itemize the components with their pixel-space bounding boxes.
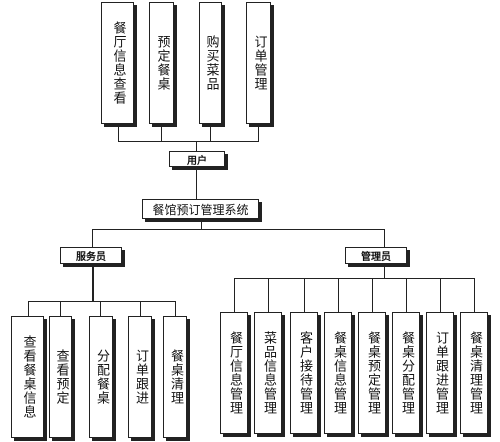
node-label: 餐厅信息管理	[227, 331, 242, 415]
connector	[161, 125, 162, 141]
node-staff: 服务员	[60, 247, 122, 264]
connector	[440, 278, 441, 312]
connector	[28, 301, 176, 302]
node-view-table-info: 查看餐桌信息	[11, 316, 44, 438]
node-table-info-management: 餐桌信息管理	[324, 312, 352, 434]
node-order-follow-up: 订单跟进	[128, 316, 152, 438]
connector	[234, 278, 474, 279]
connector	[268, 278, 269, 312]
connector	[100, 301, 101, 316]
node-restaurant-info-management: 餐厅信息管理	[220, 312, 248, 434]
node-label: 餐馆预订管理系统	[152, 202, 249, 217]
node-reserve-table: 预定餐桌	[149, 2, 174, 124]
connector	[338, 278, 339, 312]
connector	[384, 229, 385, 247]
node-label: 餐厅信息查看	[110, 21, 126, 105]
node-table-reservation-management: 餐桌预定管理	[358, 312, 386, 434]
node-label: 服务员	[76, 252, 106, 263]
node-label: 分配餐桌	[94, 349, 109, 405]
node-label: 查看预定	[53, 349, 69, 405]
node-label: 用户	[187, 155, 207, 167]
node-assign-table: 分配餐桌	[89, 316, 113, 438]
connector	[196, 141, 197, 151]
connector	[234, 278, 235, 312]
node-buy-dishes: 购买菜品	[199, 2, 222, 124]
node-label: 管理员	[361, 252, 391, 263]
node-label: 购买菜品	[203, 35, 219, 91]
node-admin: 管理员	[345, 247, 407, 264]
connector	[60, 301, 61, 316]
node-order-follow-up-management: 订单跟进管理	[426, 312, 454, 434]
node-label: 客户接待管理	[297, 331, 312, 415]
connector	[196, 167, 197, 199]
connector	[210, 125, 211, 141]
node-label: 订单跟进	[133, 349, 148, 405]
node-view-reservation: 查看预定	[49, 316, 72, 438]
node-label: 餐桌清理管理	[467, 331, 482, 415]
node-label: 订单跟进管理	[433, 331, 448, 415]
node-dish-info-management: 菜品信息管理	[254, 312, 282, 434]
node-label: 餐桌信息管理	[331, 331, 346, 415]
connector	[140, 301, 141, 316]
node-label: 查看餐桌信息	[20, 335, 36, 419]
node-customer-reception-management: 客户接待管理	[290, 312, 318, 434]
node-system: 餐馆预订管理系统	[142, 199, 259, 219]
connector	[384, 264, 385, 278]
connector	[92, 229, 93, 247]
connector	[201, 219, 202, 229]
connector	[372, 278, 373, 312]
node-table-cleaning-management: 餐桌清理管理	[460, 312, 488, 434]
connector	[258, 125, 259, 141]
connector	[28, 301, 29, 316]
node-label: 预定餐桌	[154, 35, 170, 91]
connector	[92, 229, 384, 230]
connector	[118, 141, 259, 142]
node-restaurant-info-view: 餐厅信息查看	[101, 2, 134, 124]
node-order-management: 订单管理	[246, 2, 271, 124]
connector	[406, 278, 407, 312]
connector	[92, 264, 94, 302]
connector	[118, 125, 119, 141]
node-table-cleaning: 餐桌清理	[163, 316, 187, 438]
node-label: 餐桌分配管理	[399, 331, 414, 415]
node-table-assignment-management: 餐桌分配管理	[392, 312, 420, 434]
node-label: 菜品信息管理	[261, 331, 276, 415]
connector	[175, 301, 176, 316]
connector	[474, 278, 475, 312]
node-label: 订单管理	[251, 35, 267, 91]
node-label: 餐桌清理	[168, 349, 183, 405]
node-user: 用户	[169, 151, 225, 167]
connector	[304, 278, 305, 312]
node-label: 餐桌预定管理	[365, 331, 380, 415]
